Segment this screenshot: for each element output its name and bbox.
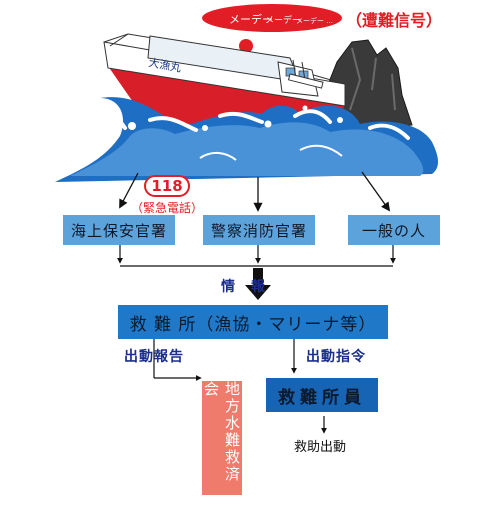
coast-guard-box: 海上保安官署 (63, 215, 175, 245)
ship-name: 大漁丸 (147, 55, 182, 75)
mayday-text-3: メーデー ... (296, 16, 333, 25)
distress-signal-label: （遭難信号） (346, 11, 442, 30)
info-arrow (245, 268, 271, 300)
rescue-action-label: 救助出動 (294, 440, 347, 455)
arrow-to-coast-guard (119, 172, 139, 209)
dispatch-report-label: 出動報告 (124, 349, 184, 365)
emergency-label: （緊急電話） (131, 200, 203, 215)
mayday-text-1: メーデー (229, 12, 273, 26)
arrow-to-public (361, 171, 391, 212)
emergency-number: 118 (151, 177, 182, 195)
general-public-box: 一般の人 (348, 215, 440, 245)
rescue-station-box: 救 難 所（漁協・マリーナ等） (118, 305, 388, 339)
info-label: 情 報 (221, 279, 266, 295)
dispatch-order-label: 出動指令 (306, 349, 366, 365)
mayday-text-2: メーデー (265, 14, 301, 26)
rescue-crew-box: 救難所員 (266, 378, 378, 412)
local-rescue-association-box: 地方水難救済会 (202, 381, 242, 495)
emergency-badge: 118 （緊急電話） (131, 175, 203, 215)
police-fire-box: 警察消防官署 (203, 215, 315, 245)
speech-bubble: メーデー メーデー メーデー ... (202, 4, 342, 65)
wave-icon (55, 97, 438, 182)
